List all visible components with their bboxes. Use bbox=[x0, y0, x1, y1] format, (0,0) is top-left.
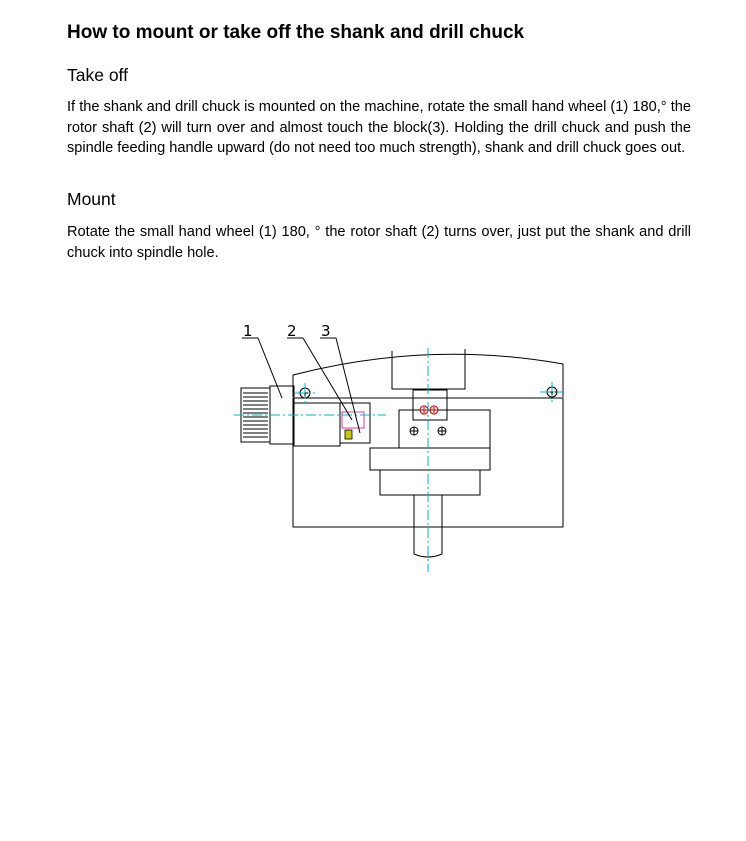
section-heading-take-off: Take off bbox=[67, 65, 128, 85]
section-body-mount: Rotate the small hand wheel (1) 180, ° t… bbox=[67, 224, 691, 261]
rotor-shaft-block bbox=[339, 402, 371, 444]
shank bbox=[413, 495, 443, 558]
spindle-bracket bbox=[412, 389, 448, 421]
shaft-housing bbox=[293, 402, 341, 447]
callout-leader-1 bbox=[257, 337, 283, 399]
flange bbox=[369, 447, 491, 471]
block-highlight bbox=[344, 429, 353, 440]
marker-icon bbox=[429, 405, 439, 415]
section-heading-mount: Mount bbox=[67, 189, 116, 209]
rotor-shaft-highlight bbox=[341, 411, 365, 429]
callout-label-1: 1 bbox=[243, 322, 253, 340]
callout-label-2: 2 bbox=[287, 322, 297, 340]
spindle-collar bbox=[379, 469, 481, 496]
section-body-take-off: If the shank and drill chuck is mounted … bbox=[67, 99, 691, 156]
document-title: How to mount or take off the shank and d… bbox=[67, 22, 525, 43]
callout-leader-3 bbox=[335, 337, 361, 434]
callout-leader-2 bbox=[302, 337, 353, 421]
callout-label-3: 3 bbox=[321, 322, 331, 340]
